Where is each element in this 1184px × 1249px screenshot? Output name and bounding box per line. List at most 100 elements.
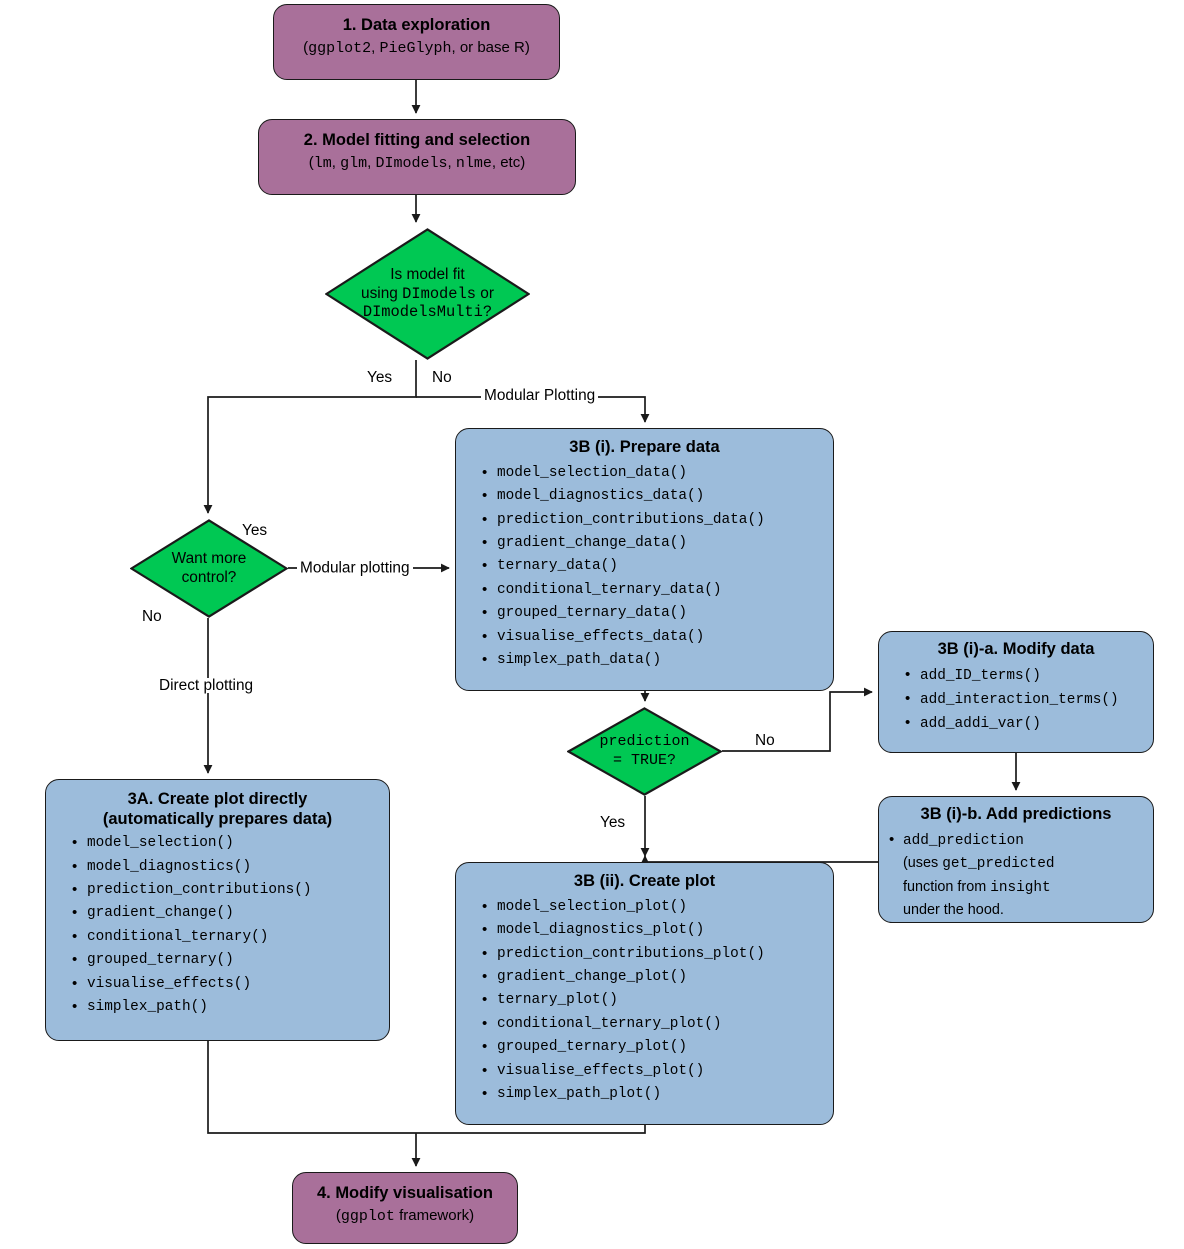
decision1-line3-post: ? <box>482 303 493 322</box>
step3bib-code-insight: insight <box>990 879 1051 896</box>
decision-is-model-fit-dimodels[interactable]: Is model fit using DImodels or DImodelsM… <box>325 228 530 360</box>
step2-pkg-lm: lm <box>313 154 332 172</box>
decision1-line1: Is model fit <box>390 265 465 283</box>
node-step-3bia-modify-data[interactable]: 3B (i)-a. Modify data add_ID_terms() add… <box>878 631 1154 753</box>
step3bia-function-list: add_ID_terms() add_interaction_terms() a… <box>879 663 1153 736</box>
step4-title: 4. Modify visualisation <box>316 1184 494 1202</box>
list-item: grouped_ternary_data() <box>480 601 833 625</box>
decision1-label: Is model fit using DImodels or DImodelsM… <box>325 228 530 360</box>
decision-want-more-control[interactable]: Want more control? <box>130 519 288 618</box>
step1-sub-close: , or base R) <box>451 38 530 56</box>
decision-prediction-true[interactable]: prediction = TRUE? <box>567 707 722 796</box>
step3a-title-line1: 3A. Create plot directly <box>127 790 308 808</box>
decision2-label: Want more control? <box>130 519 288 618</box>
list-item: visualise_effects() <box>70 972 389 996</box>
list-item: gradient_change() <box>70 901 389 925</box>
list-item: grouped_ternary() <box>70 948 389 972</box>
step2-sub-open: ( <box>308 153 314 171</box>
step2-pkg-dimodels: DImodels <box>375 154 448 172</box>
decision1-code-dimodels: DImodels <box>402 284 476 303</box>
decision1-line2-pre: using <box>361 284 403 302</box>
list-item: add_interaction_terms() <box>903 687 1153 712</box>
list-item: grouped_ternary_plot() <box>480 1035 833 1059</box>
edge-label-decision2-no: No <box>142 608 162 625</box>
step2-subtitle: (lm, glm, DImodels, nlme, etc) <box>259 154 575 174</box>
list-item: conditional_ternary_plot() <box>480 1012 833 1036</box>
edge-3bii-merge <box>416 1125 646 1134</box>
list-item: gradient_change_data() <box>480 531 833 555</box>
step3bib-line1: add_prediction <box>903 832 1024 849</box>
list-item: model_selection() <box>70 831 389 855</box>
list-item: gradient_change_plot() <box>480 965 833 989</box>
edge-label-decision1-yes: Yes <box>367 369 393 386</box>
list-item: add_addi_var() <box>903 711 1153 736</box>
edge-label-decision3-no: No <box>752 733 778 748</box>
step2-sub-close: , etc) <box>491 153 526 171</box>
step3bib-line2: (uses get_predicted <box>903 852 1153 876</box>
step3bi-function-list: model_selection_data() model_diagnostics… <box>456 461 833 673</box>
list-item: conditional_ternary() <box>70 925 389 949</box>
step1-pkg-ggplot2: ggplot2 <box>308 39 372 57</box>
list-item: add_ID_terms() <box>903 663 1153 688</box>
step3bib-code-get-predicted: get_predicted <box>942 856 1055 873</box>
step3bii-title: 3B (ii). Create plot <box>573 872 716 890</box>
step1-subtitle: (ggplot2, PieGlyph, or base R) <box>274 39 559 59</box>
step2-title: 2. Model fitting and selection <box>303 131 531 149</box>
step3bii-function-list: model_selection_plot() model_diagnostics… <box>456 895 833 1107</box>
decision3-line2: = TRUE? <box>612 751 676 769</box>
step3a-function-list: model_selection() model_diagnostics() pr… <box>46 831 389 1019</box>
step3bib-title: 3B (i)-b. Add predictions <box>920 805 1112 823</box>
edge-label-decision2-yes: Yes <box>242 522 268 539</box>
decision1-line3: DImodelsMulti? <box>363 303 492 322</box>
node-step-4-modify-visualisation[interactable]: 4. Modify visualisation (ggplot framewor… <box>292 1172 518 1244</box>
step3bib-line3-pre: function from <box>903 878 991 895</box>
step2-pkg-glm: glm <box>340 154 368 172</box>
decision2-line2: control? <box>181 568 237 586</box>
list-item: prediction_contributions() <box>70 878 389 902</box>
diamond-shape-2 <box>130 519 288 618</box>
list-item: ternary_plot() <box>480 988 833 1012</box>
step2-pkg-nlme: nlme <box>455 154 492 172</box>
step1-pkg-pieglyph: PieGlyph <box>379 39 452 57</box>
step2-sep-2: , <box>367 153 376 171</box>
decision1-line2-post: or <box>476 284 494 302</box>
list-item: model_diagnostics() <box>70 855 389 879</box>
decision1-line2: using DImodels or <box>361 285 494 304</box>
list-item: visualise_effects_data() <box>480 625 833 649</box>
diamond-shape-3 <box>567 707 722 796</box>
node-step-3bii-create-plot[interactable]: 3B (ii). Create plot model_selection_plo… <box>455 862 834 1125</box>
edge-label-modular-plotting-lower: Modular plotting <box>297 560 413 576</box>
step4-subtitle: (ggplot framework) <box>293 1207 517 1227</box>
decision1-code-dimodelsmulti: DImodelsMulti <box>362 303 483 322</box>
list-item: prediction_contributions_plot() <box>480 942 833 966</box>
node-step-3bi-prepare-data[interactable]: 3B (i). Prepare data model_selection_dat… <box>455 428 834 691</box>
step3bib-line2-pre: (uses <box>903 855 943 872</box>
node-step-3bib-add-predictions[interactable]: 3B (i)-b. Add predictions • add_predicti… <box>878 796 1154 923</box>
list-item: simplex_path() <box>70 995 389 1019</box>
step3bia-title: 3B (i)-a. Modify data <box>937 640 1095 658</box>
step1-title: 1. Data exploration <box>342 16 491 34</box>
step3bib-line3: function from insight <box>903 876 1153 900</box>
list-item: model_diagnostics_plot() <box>480 918 833 942</box>
decision3-line1: prediction <box>599 733 690 751</box>
node-step-1-data-exploration[interactable]: 1. Data exploration (ggplot2, PieGlyph, … <box>273 4 560 80</box>
step4-sub-open: ( <box>335 1206 341 1224</box>
decision3-label: prediction = TRUE? <box>567 707 722 796</box>
bullet-icon: • <box>889 830 895 848</box>
list-item: simplex_path_plot() <box>480 1082 833 1106</box>
list-item: ternary_data() <box>480 554 833 578</box>
list-item: model_selection_data() <box>480 461 833 485</box>
step3bi-title: 3B (i). Prepare data <box>569 438 720 456</box>
node-step-3a-create-plot-directly[interactable]: 3A. Create plot directly (automatically … <box>45 779 390 1041</box>
edge-label-direct-plotting: Direct plotting <box>155 678 258 693</box>
step2-sep-1: , <box>331 153 341 171</box>
step3a-title: 3A. Create plot directly (automatically … <box>46 789 389 829</box>
node-step-2-model-fitting[interactable]: 2. Model fitting and selection (lm, glm,… <box>258 119 576 195</box>
edge-label-decision1-no: No <box>432 369 452 386</box>
diamond-shape-1 <box>325 228 530 360</box>
edge-label-decision3-yes: Yes <box>600 814 626 831</box>
list-item: visualise_effects_plot() <box>480 1059 833 1083</box>
edge-decision3-no-3bia <box>722 687 873 752</box>
list-item: conditional_ternary_data() <box>480 578 833 602</box>
